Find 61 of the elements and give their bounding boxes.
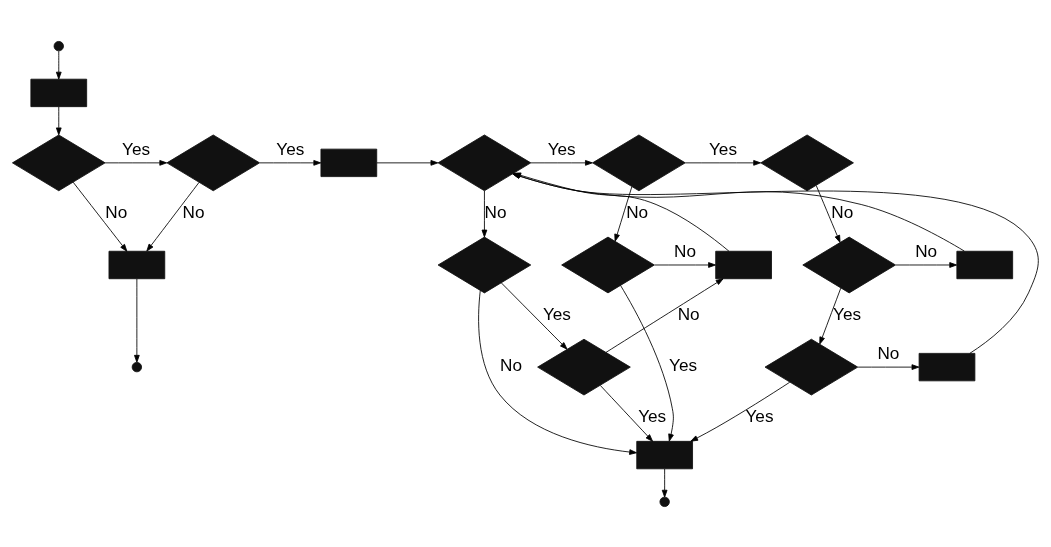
node-diamond (592, 134, 686, 191)
edge-label: Yes (638, 405, 667, 426)
node-diamond (437, 134, 532, 191)
node-box (636, 440, 693, 469)
edge-label: No (677, 303, 700, 324)
arrow (815, 184, 841, 243)
arrow (614, 185, 633, 242)
edge-label: Yes (276, 138, 305, 159)
arrow (895, 261, 958, 268)
edge-label: No (877, 342, 900, 363)
edge-label: No (626, 201, 649, 222)
arrow (684, 159, 761, 166)
node-diamond (760, 134, 854, 191)
arrow (134, 278, 140, 363)
arrow (500, 281, 568, 350)
node-box (956, 250, 1014, 279)
arrow (819, 287, 842, 344)
node-diamond (561, 236, 655, 293)
node-box (918, 352, 976, 381)
node-box (108, 250, 166, 279)
arrow (690, 381, 791, 442)
edge-label: Yes (833, 303, 862, 324)
arrow (72, 181, 128, 252)
edge-label: Yes (122, 138, 151, 159)
node-diamond (437, 236, 532, 293)
arrow (146, 181, 200, 251)
edge-label: Yes (709, 138, 738, 159)
arrow (605, 277, 724, 353)
arrow (259, 159, 322, 166)
node-box (30, 78, 88, 107)
edge-label: No (484, 201, 507, 222)
edge-label: Yes (669, 354, 698, 375)
edge-label: No (182, 201, 205, 222)
arrow (599, 384, 653, 442)
edge-label: No (915, 240, 938, 261)
arrow (530, 159, 593, 166)
node-box (320, 148, 378, 177)
arrow (55, 106, 62, 135)
edge-label: Yes (745, 405, 774, 426)
node-circle (53, 40, 64, 51)
node-box (715, 250, 772, 279)
arrow (55, 50, 62, 79)
arrow (481, 189, 488, 237)
edge-label: No (831, 201, 854, 222)
node-circle (659, 496, 670, 507)
node-diamond (166, 134, 260, 191)
arrow (376, 159, 439, 166)
node-diamond (764, 338, 859, 395)
arrow (654, 261, 716, 268)
node-diamond (12, 134, 106, 191)
arrow (857, 363, 920, 370)
edge-label: Yes (542, 303, 571, 324)
arrow (104, 159, 168, 166)
edge-label: No (674, 240, 696, 261)
arrow (620, 284, 674, 442)
edge-label: No (500, 354, 522, 375)
arrow (661, 468, 668, 497)
node-circle (131, 361, 142, 372)
edge-label: No (105, 201, 128, 222)
edge-label: Yes (547, 138, 576, 159)
arrow (478, 289, 637, 455)
